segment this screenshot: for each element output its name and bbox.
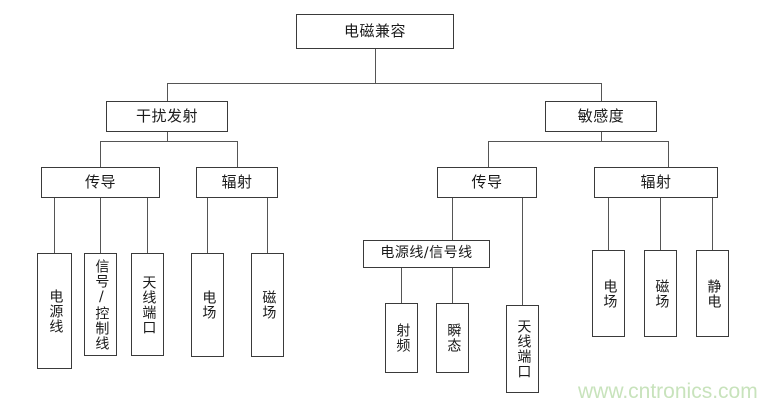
node-sc-transient-label: 瞬态 xyxy=(445,323,462,353)
node-sr-electrostatic[interactable]: 静电 xyxy=(696,250,729,337)
connector-sc-to-power-signal-line xyxy=(452,198,453,240)
node-er-magnetic-field[interactable]: 磁场 xyxy=(251,253,284,357)
node-er-electric-field-label: 电场 xyxy=(200,290,217,320)
node-sr-magnetic-field-label: 磁场 xyxy=(653,278,670,309)
node-emission-conducted-label: 传导 xyxy=(84,173,116,192)
node-root-emc[interactable]: 电磁兼容 xyxy=(296,14,454,49)
connector-emission-stem xyxy=(167,132,168,142)
node-sr-electric-field[interactable]: 电场 xyxy=(592,250,625,337)
node-sc-antenna-port-label: 天线端口 xyxy=(515,319,532,379)
watermark: www.cntronics.com xyxy=(578,380,758,403)
connector-susceptibility-bus xyxy=(488,141,668,142)
connector-ec-to-antenna-port xyxy=(147,198,148,253)
node-sc-power-signal-line[interactable]: 电源线/信号线 xyxy=(363,240,490,268)
node-sc-antenna-port[interactable]: 天线端口 xyxy=(506,305,539,393)
connector-susceptibility-to-radiated xyxy=(668,141,669,167)
node-ec-signal-control-line-label: 信号/控制线 xyxy=(93,258,110,351)
node-sc-rf[interactable]: 射频 xyxy=(385,303,418,373)
connector-psl-to-rf xyxy=(401,268,402,303)
node-ec-signal-control-line[interactable]: 信号/控制线 xyxy=(84,253,117,356)
connector-sc-to-antenna-port xyxy=(522,198,523,305)
connector-emission-to-conducted xyxy=(100,141,101,167)
connector-sr-to-electric-field xyxy=(608,198,609,250)
node-ec-power-line-label: 电源线 xyxy=(47,288,64,334)
node-susceptibility-radiated[interactable]: 辐射 xyxy=(594,167,718,198)
node-emission-radiated[interactable]: 辐射 xyxy=(196,167,278,198)
connector-er-to-electric-field xyxy=(207,198,208,253)
node-er-electric-field[interactable]: 电场 xyxy=(191,253,224,357)
node-er-magnetic-field-label: 磁场 xyxy=(260,290,277,320)
connector-susceptibility-to-conducted xyxy=(488,141,489,167)
connector-ec-to-signal-line xyxy=(100,198,101,253)
connector-root-stem xyxy=(375,49,376,83)
node-root-emc-label: 电磁兼容 xyxy=(343,22,406,41)
node-ec-antenna-port[interactable]: 天线端口 xyxy=(131,253,164,356)
connector-sr-to-electrostatic xyxy=(712,198,713,250)
connector-to-emission xyxy=(167,83,168,101)
connector-susceptibility-stem xyxy=(601,132,602,142)
connector-emission-to-radiated xyxy=(237,141,238,167)
node-susceptibility-conducted-label: 传导 xyxy=(471,173,503,192)
connector-to-susceptibility xyxy=(601,83,602,101)
node-susceptibility[interactable]: 敏感度 xyxy=(545,101,657,132)
node-susceptibility-conducted[interactable]: 传导 xyxy=(437,167,537,198)
node-sc-transient[interactable]: 瞬态 xyxy=(436,303,469,373)
connector-ec-to-power-line xyxy=(54,198,55,253)
node-interference-emission-label: 干扰发射 xyxy=(135,107,198,126)
node-susceptibility-label: 敏感度 xyxy=(577,107,625,126)
node-ec-antenna-port-label: 天线端口 xyxy=(140,274,157,335)
node-interference-emission[interactable]: 干扰发射 xyxy=(106,101,228,132)
node-emission-conducted[interactable]: 传导 xyxy=(41,167,160,198)
connector-sr-to-magnetic-field xyxy=(660,198,661,250)
node-ec-power-line[interactable]: 电源线 xyxy=(37,253,72,369)
connector-er-to-magnetic-field xyxy=(267,198,268,253)
connector-level2-bus xyxy=(167,83,602,84)
connector-psl-to-transient xyxy=(452,268,453,303)
node-sr-electrostatic-label: 静电 xyxy=(705,278,722,309)
node-sr-magnetic-field[interactable]: 磁场 xyxy=(644,250,677,337)
node-emission-radiated-label: 辐射 xyxy=(221,173,253,192)
node-sr-electric-field-label: 电场 xyxy=(601,278,618,309)
node-sc-rf-label: 射频 xyxy=(394,323,411,353)
node-sc-power-signal-line-label: 电源线/信号线 xyxy=(380,245,473,262)
connector-emission-bus xyxy=(100,141,238,142)
node-susceptibility-radiated-label: 辐射 xyxy=(640,173,672,192)
